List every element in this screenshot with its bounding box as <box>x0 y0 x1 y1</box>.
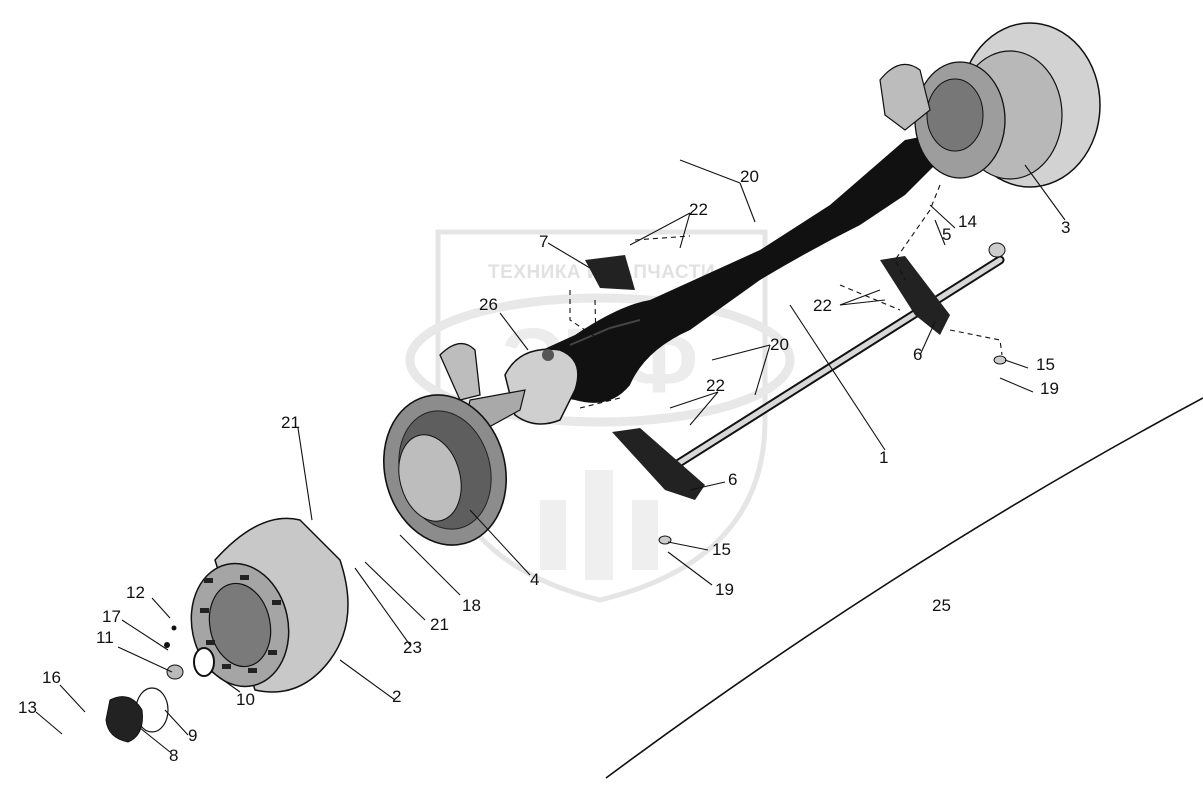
callout-11: 11 <box>96 628 114 647</box>
callout-20-top: 20 <box>740 167 759 186</box>
callout-7: 7 <box>539 232 548 251</box>
callout-19-left: 19 <box>715 580 734 599</box>
callout-18: 18 <box>462 596 481 615</box>
callout-6-left: 6 <box>728 470 737 489</box>
callout-15-right: 15 <box>1036 355 1055 374</box>
callout-2: 2 <box>392 687 401 706</box>
right-hub-drum <box>879 22 1101 188</box>
hub-small-parts <box>105 625 215 743</box>
callout-21-bottom: 21 <box>430 615 449 634</box>
callout-5: 5 <box>942 225 951 244</box>
callout-22-right: 22 <box>813 296 832 315</box>
callout-22-middle: 22 <box>706 376 725 395</box>
callout-10: 10 <box>236 690 255 709</box>
callout-26: 26 <box>479 295 498 314</box>
callout-9: 9 <box>188 726 197 745</box>
ground-line <box>605 397 1203 779</box>
tie-rod-assembly <box>585 242 1007 545</box>
callout-20-middle: 20 <box>770 335 789 354</box>
callout-21-top: 21 <box>281 413 300 432</box>
callout-17: 17 <box>102 607 121 626</box>
callout-25: 25 <box>932 596 951 615</box>
callout-4: 4 <box>530 570 539 589</box>
callout-13: 13 <box>18 698 37 717</box>
callout-6-right: 6 <box>913 345 922 364</box>
axle-beam <box>520 132 950 403</box>
callout-8: 8 <box>169 746 178 765</box>
assembly-lines <box>569 184 1003 409</box>
left-brake-assembly <box>382 394 508 546</box>
leader-lines <box>35 159 1066 753</box>
callouts: 1 2 3 4 5 6 6 7 8 9 10 11 12 13 14 15 15… <box>18 167 1070 765</box>
callout-15-left: 15 <box>712 540 731 559</box>
callout-16: 16 <box>42 668 61 687</box>
callout-12: 12 <box>126 583 145 602</box>
left-brake-drum <box>190 517 349 693</box>
callout-1: 1 <box>879 448 888 467</box>
callout-23: 23 <box>403 638 422 657</box>
callout-3: 3 <box>1061 218 1070 237</box>
callout-14: 14 <box>958 212 977 231</box>
callout-19-right: 19 <box>1040 379 1059 398</box>
callout-22-top: 22 <box>689 200 708 219</box>
